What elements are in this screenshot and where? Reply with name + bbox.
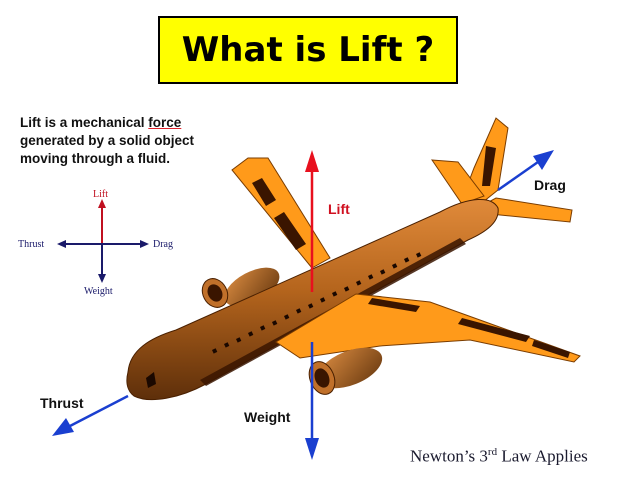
lift-label: Lift	[328, 201, 350, 217]
cabin-windows	[211, 252, 422, 354]
mini-thrust-arrowhead	[57, 240, 66, 248]
airplane	[126, 117, 581, 401]
weight-arrow	[305, 342, 319, 460]
note-prefix: Newton’s 3	[410, 446, 488, 466]
left-horizontal-stabilizer	[431, 159, 485, 205]
near-wing-flap	[368, 298, 420, 312]
fuselage	[126, 198, 499, 401]
definition-line-3: moving through a fluid.	[20, 151, 170, 166]
mini-weight-label: Weight	[84, 286, 113, 297]
mini-weight-arrowhead	[98, 274, 106, 283]
note-superscript: rd	[487, 446, 498, 458]
drag-label: Drag	[534, 177, 566, 193]
near-wing	[275, 293, 581, 363]
far-wing-flap	[274, 212, 306, 250]
far-engine	[201, 267, 280, 308]
cockpit-window	[146, 372, 156, 388]
lift-definition: Lift is a mechanical force generated by …	[20, 114, 250, 168]
far-wing	[231, 157, 331, 269]
weight-label: Weight	[244, 409, 291, 425]
rudder-stripe	[482, 146, 496, 186]
mini-thrust-label: Thrust	[18, 239, 44, 250]
newtons-law-note: Newton’s 3rd Law Applies	[410, 446, 588, 467]
note-suffix: Law Applies	[497, 446, 588, 466]
near-wing-flap	[532, 340, 570, 358]
near-engine	[308, 347, 383, 395]
mini-drag-arrowhead	[140, 240, 149, 248]
mini-lift-label: Lift	[93, 189, 108, 200]
definition-force-word: force	[148, 115, 182, 130]
thrust-label: Thrust	[40, 395, 84, 411]
drag-arrow	[497, 150, 554, 192]
thrust-arrow	[52, 394, 129, 436]
definition-line-1-prefix: Lift is a mechanical	[20, 115, 149, 130]
page-title: What is Lift ?	[181, 30, 435, 70]
near-wing-flap	[458, 318, 530, 342]
far-wing-flap	[252, 178, 276, 206]
definition-line-2: generated by a solid object	[20, 133, 195, 148]
mini-lift-arrowhead	[98, 199, 106, 208]
mini-drag-label: Drag	[153, 239, 173, 250]
mini-force-diagram: Lift Thrust Drag Weight	[18, 189, 173, 297]
title-box: What is Lift ?	[158, 16, 458, 84]
lift-arrow	[305, 150, 319, 292]
